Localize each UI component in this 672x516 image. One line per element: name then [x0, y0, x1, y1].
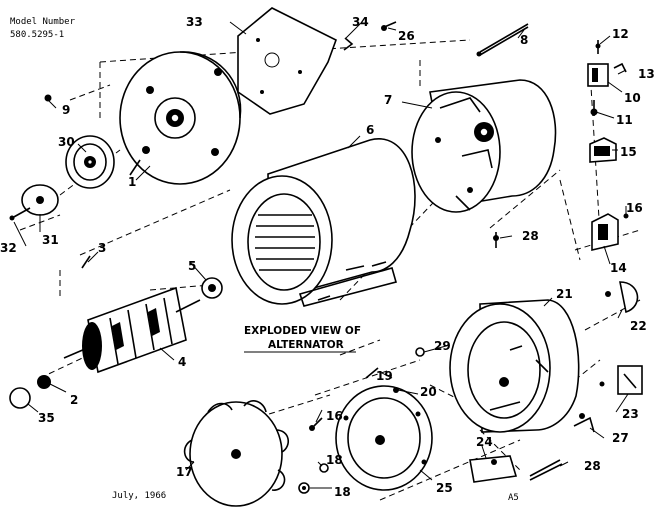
label-14: 14 [610, 261, 627, 275]
part-6-stator-housing [231, 138, 416, 307]
label-1: 1 [128, 175, 136, 189]
callout-leaders [13, 21, 629, 489]
label-18a: 18 [326, 453, 343, 467]
label-12: 12 [612, 27, 629, 41]
label-4: 4 [178, 355, 186, 369]
label-25: 25 [436, 481, 453, 495]
label-35: 35 [38, 411, 55, 425]
footer-page-code: A5 [508, 493, 519, 503]
label-2: 2 [70, 393, 78, 407]
label-9: 9 [62, 103, 70, 117]
label-24: 24 [476, 435, 493, 449]
model-number-value: 580.5295-1 [10, 30, 64, 40]
label-33: 33 [186, 15, 203, 29]
label-27: 27 [612, 431, 629, 445]
label-34: 34 [352, 15, 369, 29]
label-8: 8 [520, 33, 528, 47]
label-6: 6 [366, 123, 374, 137]
part-28-stud-upper [493, 232, 499, 248]
label-19: 19 [376, 369, 393, 383]
part-12-screw [595, 40, 601, 54]
part-17-fan [183, 400, 289, 507]
part-29-washer [415, 347, 425, 357]
part-28-stud-lower [529, 459, 563, 481]
label-29: 29 [434, 339, 451, 353]
footer-date: July, 1966 [112, 491, 166, 501]
part-16-screw-lower [309, 417, 323, 431]
part-24-connector [469, 455, 518, 483]
part-22-bracket [605, 281, 639, 314]
diagram-title-line-1: EXPLODED VIEW OF [244, 325, 361, 337]
stator-windings [255, 214, 315, 271]
part-7-rear-end-bell [411, 79, 557, 213]
label-15: 15 [620, 145, 637, 159]
part-30-pulley [65, 135, 115, 189]
label-16b: 16 [326, 409, 343, 423]
part-18-washer-b [298, 482, 310, 494]
label-32: 32 [0, 241, 17, 255]
label-3: 3 [98, 241, 106, 255]
part-16-screw-upper [623, 213, 629, 219]
part-3-key [81, 255, 91, 269]
part-33-cover-plate [237, 7, 337, 115]
model-number-label: Model Number [10, 17, 76, 27]
part-14-regulator [591, 213, 619, 252]
part-number-labels: 33 34 26 8 12 13 10 11 15 16 14 9 7 6 30… [0, 15, 655, 499]
label-26a: 26 [398, 29, 415, 43]
label-18b: 18 [334, 485, 351, 499]
part-5-bearing [201, 277, 223, 299]
part-4-rotor [63, 286, 201, 374]
part-35-ring [9, 387, 31, 409]
label-28b: 28 [584, 459, 601, 473]
part-1-front-end-bell [119, 51, 242, 185]
part-31-hub [21, 184, 59, 216]
label-13: 13 [638, 67, 655, 81]
label-7: 7 [384, 93, 392, 107]
part-8-through-bolt [476, 23, 529, 57]
part-19-screw [365, 367, 379, 379]
label-21: 21 [556, 287, 573, 301]
label-10: 10 [624, 91, 641, 105]
part-13-spring [613, 62, 627, 73]
part-27-clip [573, 413, 595, 433]
part-20-nut [393, 387, 399, 393]
label-22: 22 [630, 319, 647, 333]
part-21-end-housing [449, 299, 580, 433]
part-2-bearing [37, 375, 51, 389]
label-31: 31 [42, 233, 59, 247]
part-34-clip [343, 37, 354, 51]
label-5: 5 [188, 259, 196, 273]
label-30: 30 [58, 135, 75, 149]
label-23: 23 [622, 407, 639, 421]
part-10-brush-holder [587, 63, 609, 87]
label-17: 17 [176, 465, 193, 479]
diagram-title-line-2: ALTERNATOR [268, 339, 344, 351]
part-9-bolt [44, 94, 52, 102]
part-15-block [589, 137, 617, 163]
part-11-brush [590, 100, 598, 116]
label-28a: 28 [522, 229, 539, 243]
part-23-terminal-plate [599, 365, 643, 395]
label-20: 20 [420, 385, 437, 399]
part-32-key [9, 207, 31, 221]
label-16a: 16 [626, 201, 643, 215]
part-26-screw [381, 21, 397, 31]
part-25-retainer-plate [335, 385, 433, 491]
label-11: 11 [616, 113, 633, 127]
